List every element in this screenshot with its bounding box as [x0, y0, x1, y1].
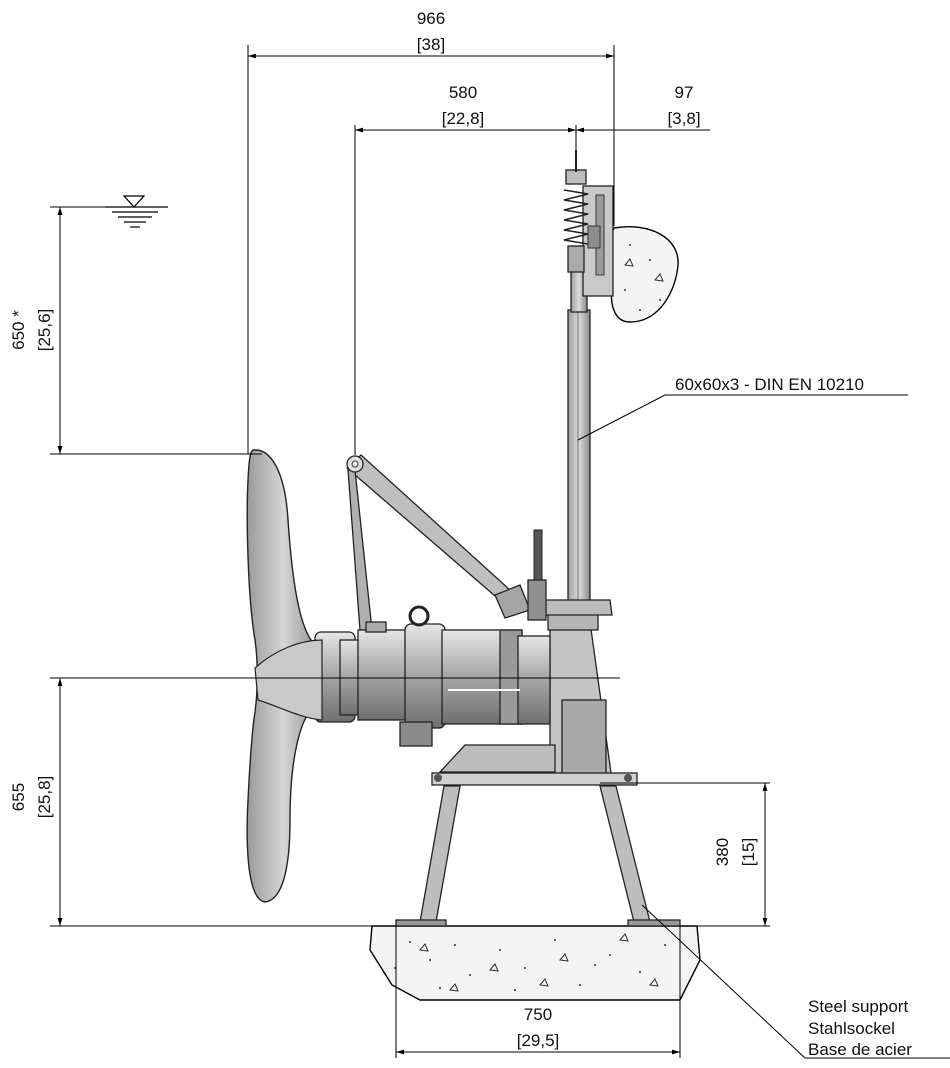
dim-966-mm: 966: [417, 9, 445, 28]
dim-650-in: [25,6]: [35, 309, 54, 352]
concrete-wall-bracket: [609, 226, 679, 323]
guide-tube: [563, 150, 614, 623]
reference-lines: [50, 45, 770, 1058]
dim-580-mm: 580: [449, 83, 477, 102]
dim-380-mm: 380: [713, 838, 732, 866]
concrete-floor: [369, 925, 701, 1001]
steel-support: [395, 744, 681, 927]
dim-655-in: [25,8]: [35, 776, 54, 819]
propeller: [246, 449, 323, 903]
base-label-de: Stahlsockel: [808, 1019, 895, 1038]
lifting-arm: [346, 454, 531, 631]
base-label-fr: Base de acier: [808, 1040, 912, 1059]
dim-750-mm: 750: [524, 1005, 552, 1024]
dim-97-mm: 97: [675, 83, 694, 102]
leader-lines: [577, 394, 950, 1059]
dim-580-in: [22,8]: [442, 109, 485, 128]
power-cable: [527, 529, 547, 621]
dimension-lines: [57, 53, 768, 1055]
dim-650-mm: 650 *: [9, 310, 28, 350]
dim-750-in: [29,5]: [517, 1031, 560, 1050]
mixer-motor: [314, 605, 551, 747]
water-level-icon: [105, 195, 168, 228]
dim-966-in: [38]: [417, 35, 445, 54]
base-label-en: Steel support: [808, 997, 908, 1016]
mixer-mount: [539, 599, 613, 783]
dim-97-in: [3,8]: [667, 109, 700, 128]
dim-380-in: [15]: [739, 838, 758, 866]
guide-tube-label: 60x60x3 - DIN EN 10210: [675, 375, 864, 394]
dim-655-mm: 655: [9, 783, 28, 811]
